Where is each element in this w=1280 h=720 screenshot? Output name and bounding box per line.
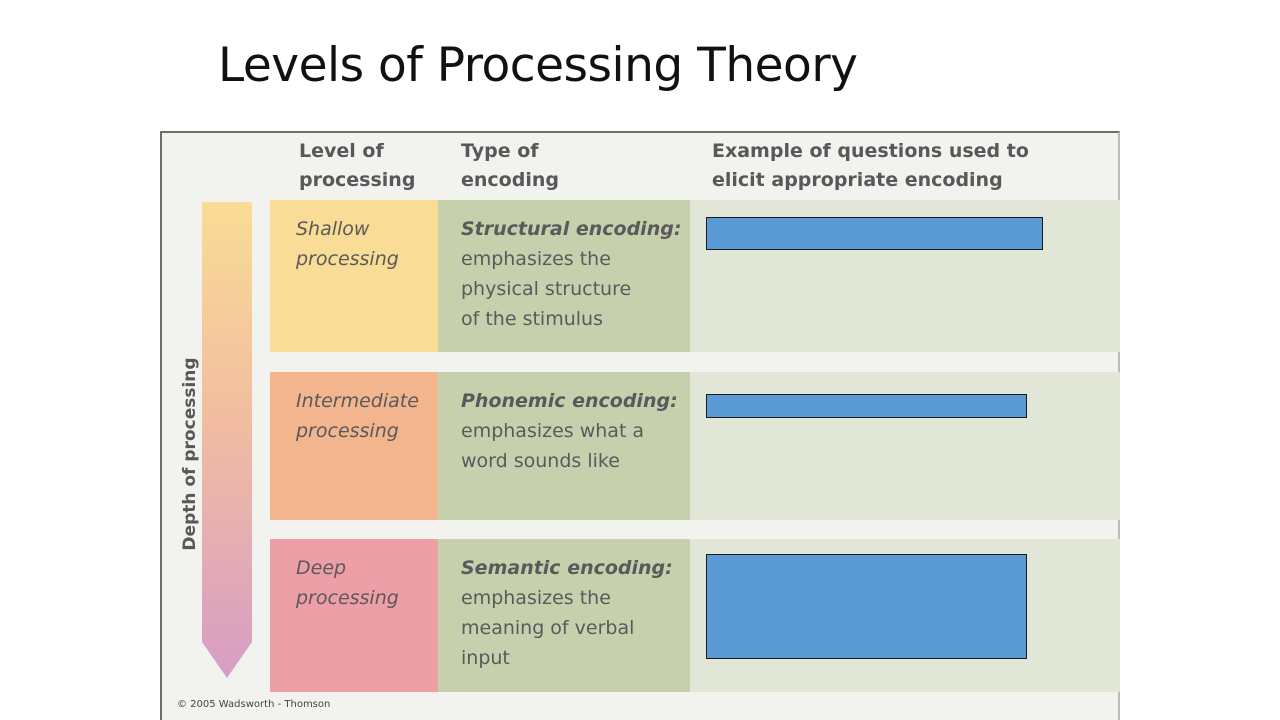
type-description: emphasizes the meaning of verbal input xyxy=(461,587,635,669)
row-shallow: Shallow processing Structural encoding: … xyxy=(270,200,1120,352)
type-label: Structural encoding: xyxy=(461,218,682,240)
redaction-box xyxy=(706,217,1043,250)
header-type-of-encoding: Type of encoding xyxy=(461,140,559,191)
level-label: Shallow processing xyxy=(296,218,399,270)
type-label: Semantic encoding: xyxy=(461,557,673,579)
type-description: emphasizes the physical structure of the… xyxy=(461,248,632,330)
row-intermediate: Intermediate processing Phonemic encodin… xyxy=(270,372,1120,520)
cell-type-structural: Structural encoding: emphasizes the phys… xyxy=(438,200,690,352)
cell-type-phonemic: Phonemic encoding: emphasizes what a wor… xyxy=(438,372,690,520)
redaction-box xyxy=(706,394,1027,418)
depth-axis-label-text: Depth of processing xyxy=(180,357,200,551)
depth-axis-label: Depth of processing xyxy=(178,357,202,550)
type-text: Semantic encoding: emphasizes the meanin… xyxy=(461,553,682,673)
type-label: Phonemic encoding: xyxy=(461,390,678,412)
slide-title: Levels of Processing Theory xyxy=(218,38,858,93)
type-text: Phonemic encoding: emphasizes what a wor… xyxy=(461,386,682,476)
type-description: emphasizes what a word sounds like xyxy=(461,420,645,472)
level-label: Intermediate processing xyxy=(296,390,419,442)
cell-level-deep: Deep processing xyxy=(270,539,438,692)
header-level-of-processing: Level of processing xyxy=(299,140,416,191)
cell-example-shallow xyxy=(690,200,1120,352)
header-example-questions: Example of questions used to elicit appr… xyxy=(712,140,1029,191)
cell-example-intermediate xyxy=(690,372,1120,520)
cell-type-semantic: Semantic encoding: emphasizes the meanin… xyxy=(438,539,690,692)
cell-level-shallow: Shallow processing xyxy=(270,200,438,352)
depth-arrow-icon xyxy=(202,202,252,678)
cell-example-deep xyxy=(690,539,1120,692)
copyright-notice: © 2005 Wadsworth - Thomson xyxy=(177,699,331,710)
type-text: Structural encoding: emphasizes the phys… xyxy=(461,214,682,334)
cell-level-intermediate: Intermediate processing xyxy=(270,372,438,520)
row-deep: Deep processing Semantic encoding: empha… xyxy=(270,539,1120,692)
level-label: Deep processing xyxy=(296,557,399,609)
levels-of-processing-figure: Level of processing Type of encoding Exa… xyxy=(160,131,1120,720)
redaction-box xyxy=(706,554,1027,659)
